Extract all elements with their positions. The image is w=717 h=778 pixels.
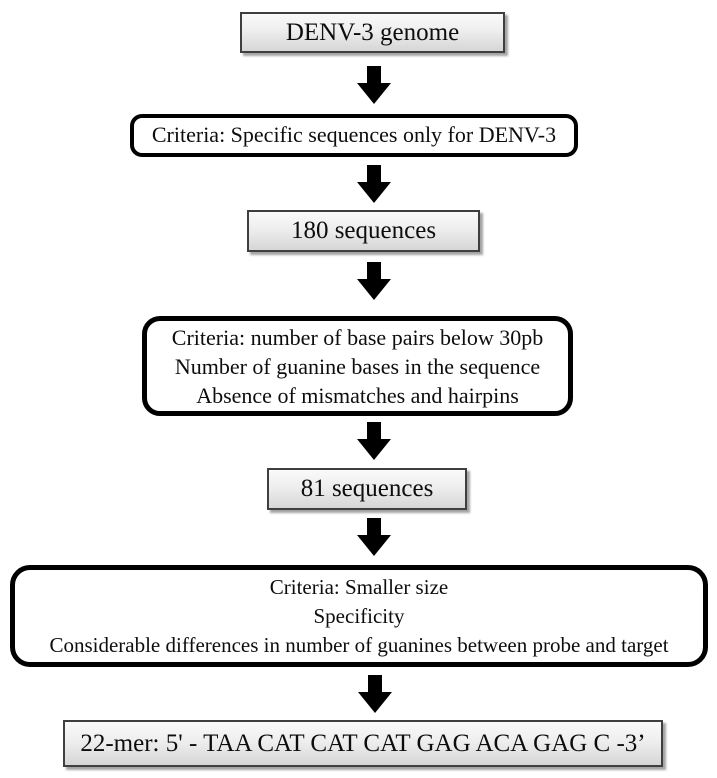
criteria-line: Criteria: number of base pairs below 30p… bbox=[171, 324, 544, 350]
node-final-probe-sequence: 22-mer: 5' - TAA CAT CAT CAT GAG ACA GAG… bbox=[63, 720, 663, 767]
node-180-sequences: 180 sequences bbox=[247, 210, 480, 252]
criteria-line: Criteria: Specific sequences only for DE… bbox=[151, 122, 557, 148]
down-arrow-icon bbox=[358, 675, 392, 713]
down-arrow-icon bbox=[357, 66, 391, 104]
node-criteria-specific-sequences: Criteria: Specific sequences only for DE… bbox=[130, 114, 578, 157]
node-81-sequences: 81 sequences bbox=[267, 468, 467, 510]
down-arrow-icon bbox=[357, 422, 391, 460]
criteria-line: Considerable differences in number of gu… bbox=[49, 632, 669, 657]
node-final-probe-label: 22-mer: 5' - TAA CAT CAT CAT GAG ACA GAG… bbox=[80, 729, 646, 757]
down-arrow-icon bbox=[357, 518, 391, 556]
down-arrow-icon bbox=[357, 165, 391, 203]
down-arrow-icon bbox=[357, 262, 391, 300]
node-180-sequences-label: 180 sequences bbox=[290, 217, 437, 245]
node-81-sequences-label: 81 sequences bbox=[300, 475, 434, 503]
criteria-line: Number of guanine bases in the sequence bbox=[174, 353, 541, 379]
criteria-line: Absence of mismatches and hairpins bbox=[196, 382, 519, 408]
node-denv3-genome-label: DENV-3 genome bbox=[285, 18, 460, 46]
node-denv3-genome: DENV-3 genome bbox=[240, 12, 505, 53]
criteria-line: Criteria: Smaller size bbox=[269, 574, 449, 599]
node-criteria-structure: Criteria: number of base pairs below 30p… bbox=[142, 316, 573, 416]
criteria-line: Specificity bbox=[313, 603, 405, 628]
node-criteria-final-selection: Criteria: Smaller size Specificity Consi… bbox=[10, 565, 708, 667]
